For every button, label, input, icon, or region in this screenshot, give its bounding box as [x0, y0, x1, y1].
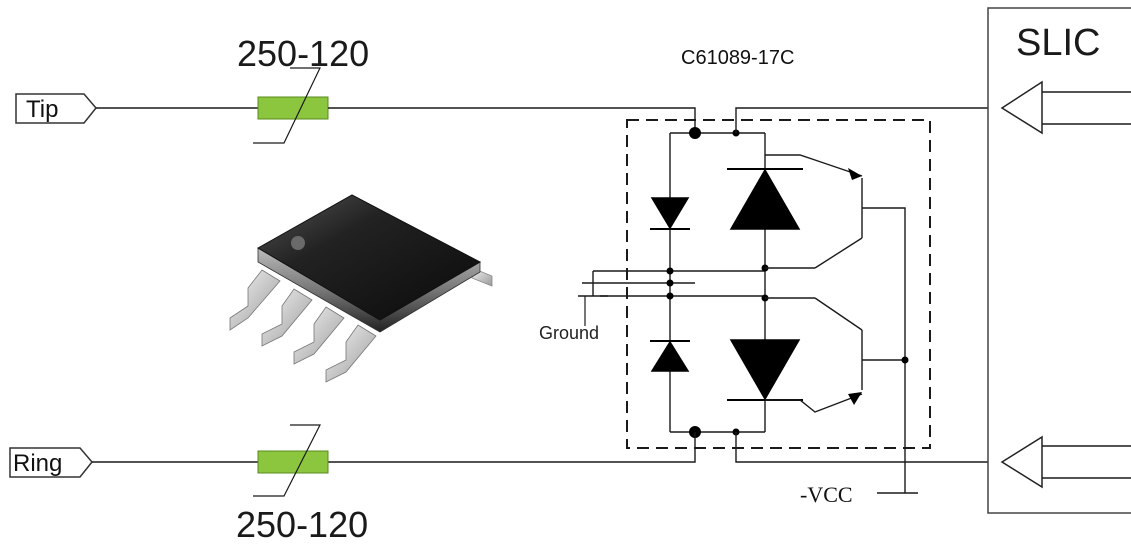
- tip-port: Tip: [15, 93, 97, 124]
- upper-transistor: [765, 154, 906, 463]
- tip-port-icon: [15, 93, 97, 124]
- protector-part-label: C61089-17C: [681, 47, 794, 69]
- top-resistor-slash: [253, 67, 321, 144]
- slic-block: [987, 7, 1131, 514]
- large-diode-bottom: [727, 339, 803, 401]
- tip-label: Tip: [26, 96, 58, 123]
- slic-label: SLIC: [1016, 22, 1100, 64]
- lower-transistor: [765, 297, 909, 413]
- top-part-label: 250-120: [237, 33, 369, 74]
- bottom-part-label: 250-120: [236, 504, 368, 545]
- soic-8-chip-icon: [229, 194, 493, 383]
- triangle-buffer-icon: [1000, 80, 1131, 135]
- small-diode-bottom: [650, 340, 690, 372]
- top-resistor: [257, 96, 329, 120]
- triangle-buffer-icon: [1000, 435, 1131, 489]
- ring-port-icon: [9, 447, 93, 478]
- protector-boundary: [626, 119, 931, 449]
- large-diode-top: [727, 168, 803, 230]
- small-diode-top: [650, 197, 690, 230]
- bottom-resistor-slash: [253, 424, 321, 497]
- vcc-label: -VCC: [800, 482, 853, 507]
- bottom-resistor: [257, 450, 329, 474]
- ground-label: Ground: [539, 323, 599, 343]
- ring-port: Ring: [9, 447, 93, 478]
- ring-label: Ring: [13, 450, 62, 477]
